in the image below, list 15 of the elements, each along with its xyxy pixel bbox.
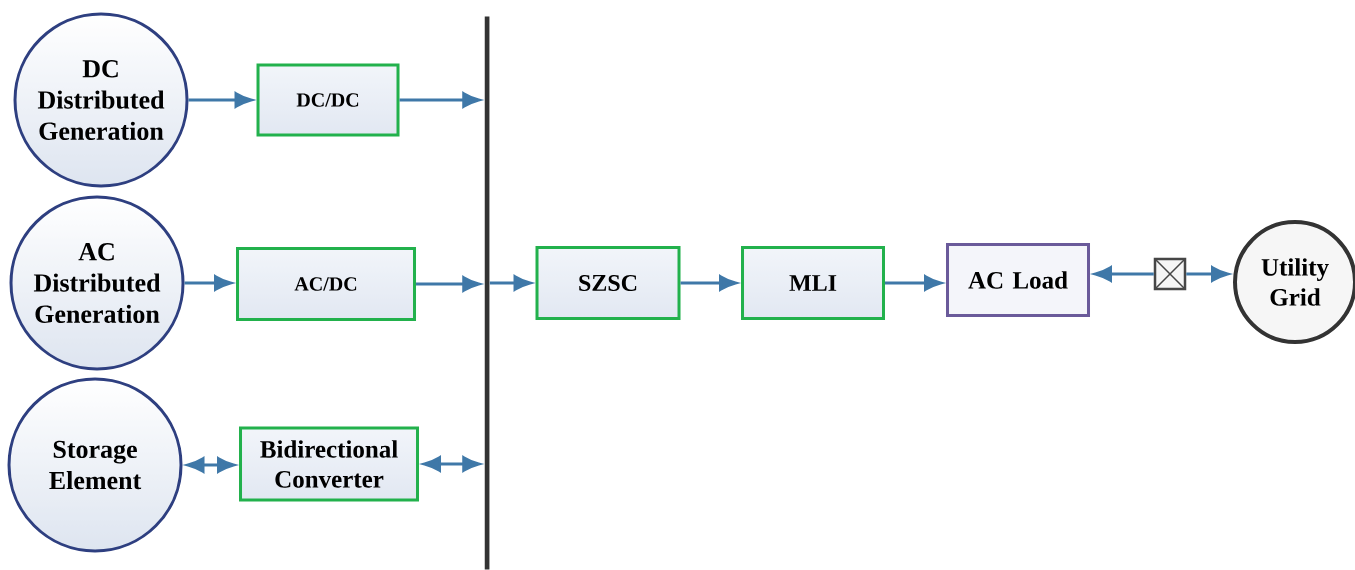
converter-box: MLI bbox=[741, 246, 885, 320]
converter-box: Bidirectional Converter bbox=[239, 426, 419, 502]
load-box: AC Load bbox=[946, 243, 1090, 317]
converter-box: DC/DC bbox=[256, 63, 400, 137]
circle-node: AC Distributed Generation bbox=[9, 195, 185, 371]
arrow bbox=[416, 276, 481, 292]
converter-box: AC/DC bbox=[236, 247, 416, 321]
arrow bbox=[399, 92, 481, 108]
converter-box: SZSC bbox=[535, 246, 681, 320]
circle-node: DC Distributed Generation bbox=[13, 12, 189, 188]
arrow bbox=[489, 275, 532, 291]
circle-node: Storage Element bbox=[7, 377, 183, 553]
arrow bbox=[188, 92, 253, 108]
switch-symbol bbox=[1153, 257, 1187, 291]
bus-bar bbox=[484, 16, 490, 570]
